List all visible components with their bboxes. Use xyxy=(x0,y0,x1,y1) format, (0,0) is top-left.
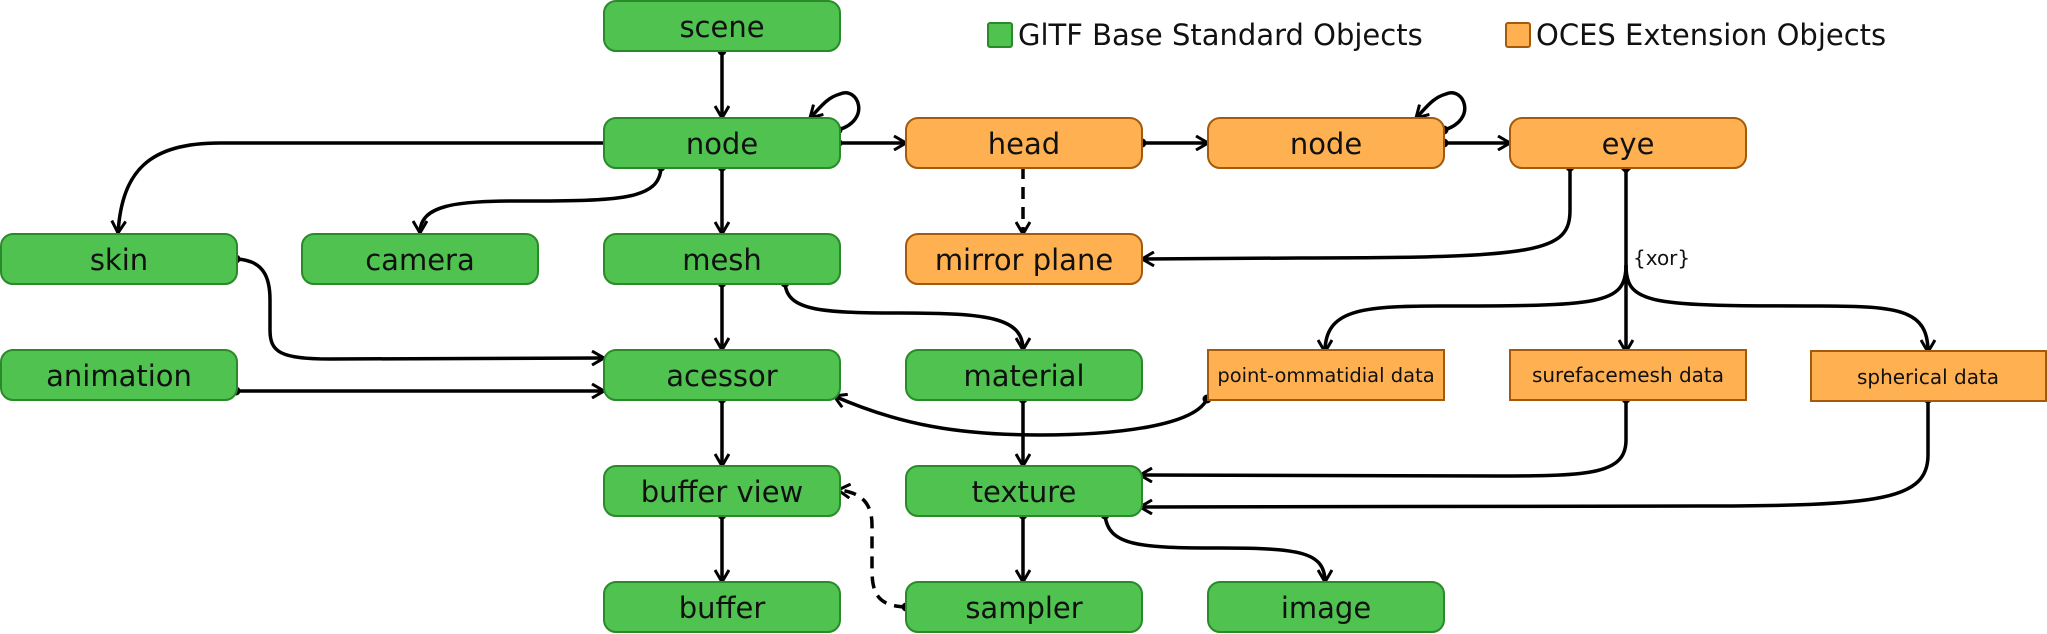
node-image[interactable]: image xyxy=(1207,581,1445,633)
node-texture-label: texture xyxy=(972,475,1077,509)
node-scene-label: scene xyxy=(679,10,764,44)
node-head[interactable]: head xyxy=(905,117,1143,169)
node-spherical-data[interactable]: spherical data xyxy=(1810,350,2047,402)
edge-xor-spherical xyxy=(1624,264,1928,352)
node-acessor[interactable]: acessor xyxy=(603,349,841,401)
node-sampler-label: sampler xyxy=(965,591,1082,625)
edge-eye-mirror xyxy=(1142,167,1570,259)
node-mirror-plane-label: mirror plane xyxy=(935,243,1113,277)
edge-point-acessor xyxy=(834,396,1207,437)
node-head-label: head xyxy=(988,127,1060,161)
legend-base-swatch xyxy=(987,22,1013,48)
node-camera-label: camera xyxy=(365,243,475,277)
edge-surface-texture xyxy=(1140,399,1626,476)
node-eye[interactable]: eye xyxy=(1509,117,1747,169)
edge-node-ext-self-loop xyxy=(1416,91,1467,130)
edges xyxy=(118,51,1928,607)
node-surfacemesh-data[interactable]: surefacemesh data xyxy=(1509,349,1747,401)
node-point-ommatidial-data[interactable]: point-ommatidial data xyxy=(1207,349,1445,401)
node-camera[interactable]: camera xyxy=(301,233,539,285)
node-buffer-label: buffer xyxy=(679,591,766,625)
xor-label: {xor} xyxy=(1633,246,1690,270)
node-eye-label: eye xyxy=(1602,127,1655,161)
edge-spherical-texture xyxy=(1140,399,1928,507)
node-node-label: node xyxy=(686,127,758,161)
node-buffer-view[interactable]: buffer view xyxy=(603,465,841,517)
node-mirror-plane[interactable]: mirror plane xyxy=(905,233,1143,285)
node-acessor-label: acessor xyxy=(666,359,778,393)
node-skin-label: skin xyxy=(90,243,148,277)
node-animation[interactable]: animation xyxy=(0,349,238,401)
node-image-label: image xyxy=(1281,591,1371,625)
edge-sampler-bufferview xyxy=(838,490,906,607)
edge-texture-image xyxy=(1105,515,1325,582)
node-node-ext[interactable]: node xyxy=(1207,117,1445,169)
legend-base-label: GlTF Base Standard Objects xyxy=(1018,18,1423,52)
node-sampler[interactable]: sampler xyxy=(905,581,1143,633)
node-material-label: material xyxy=(963,359,1084,393)
legend-ext-label: OCES Extension Objects xyxy=(1536,18,1886,52)
edge-mesh-material xyxy=(785,283,1023,350)
node-texture[interactable]: texture xyxy=(905,465,1143,517)
legend: GlTF Base Standard Objects OCES Extensio… xyxy=(987,18,1886,52)
node-point-ommatidial-data-label: point-ommatidial data xyxy=(1217,364,1434,387)
node-mesh-label: mesh xyxy=(682,243,762,277)
node-spherical-data-label: spherical data xyxy=(1857,365,1999,389)
edge-skin-acessor xyxy=(236,259,604,359)
legend-ext-swatch xyxy=(1505,22,1531,48)
edge-node-skin xyxy=(118,141,604,233)
node-scene[interactable]: scene xyxy=(603,0,841,52)
node-material[interactable]: material xyxy=(905,349,1143,401)
node-node-ext-label: node xyxy=(1290,127,1362,161)
node-buffer[interactable]: buffer xyxy=(603,581,841,633)
edge-xor-point xyxy=(1325,264,1628,352)
node-node[interactable]: node xyxy=(603,117,841,169)
edge-node-self-loop xyxy=(810,91,861,130)
node-animation-label: animation xyxy=(46,359,192,393)
node-surfacemesh-data-label: surefacemesh data xyxy=(1532,363,1724,387)
node-mesh[interactable]: mesh xyxy=(603,233,841,285)
node-skin[interactable]: skin xyxy=(0,233,238,285)
edge-node-camera xyxy=(420,167,661,233)
node-buffer-view-label: buffer view xyxy=(641,475,804,509)
